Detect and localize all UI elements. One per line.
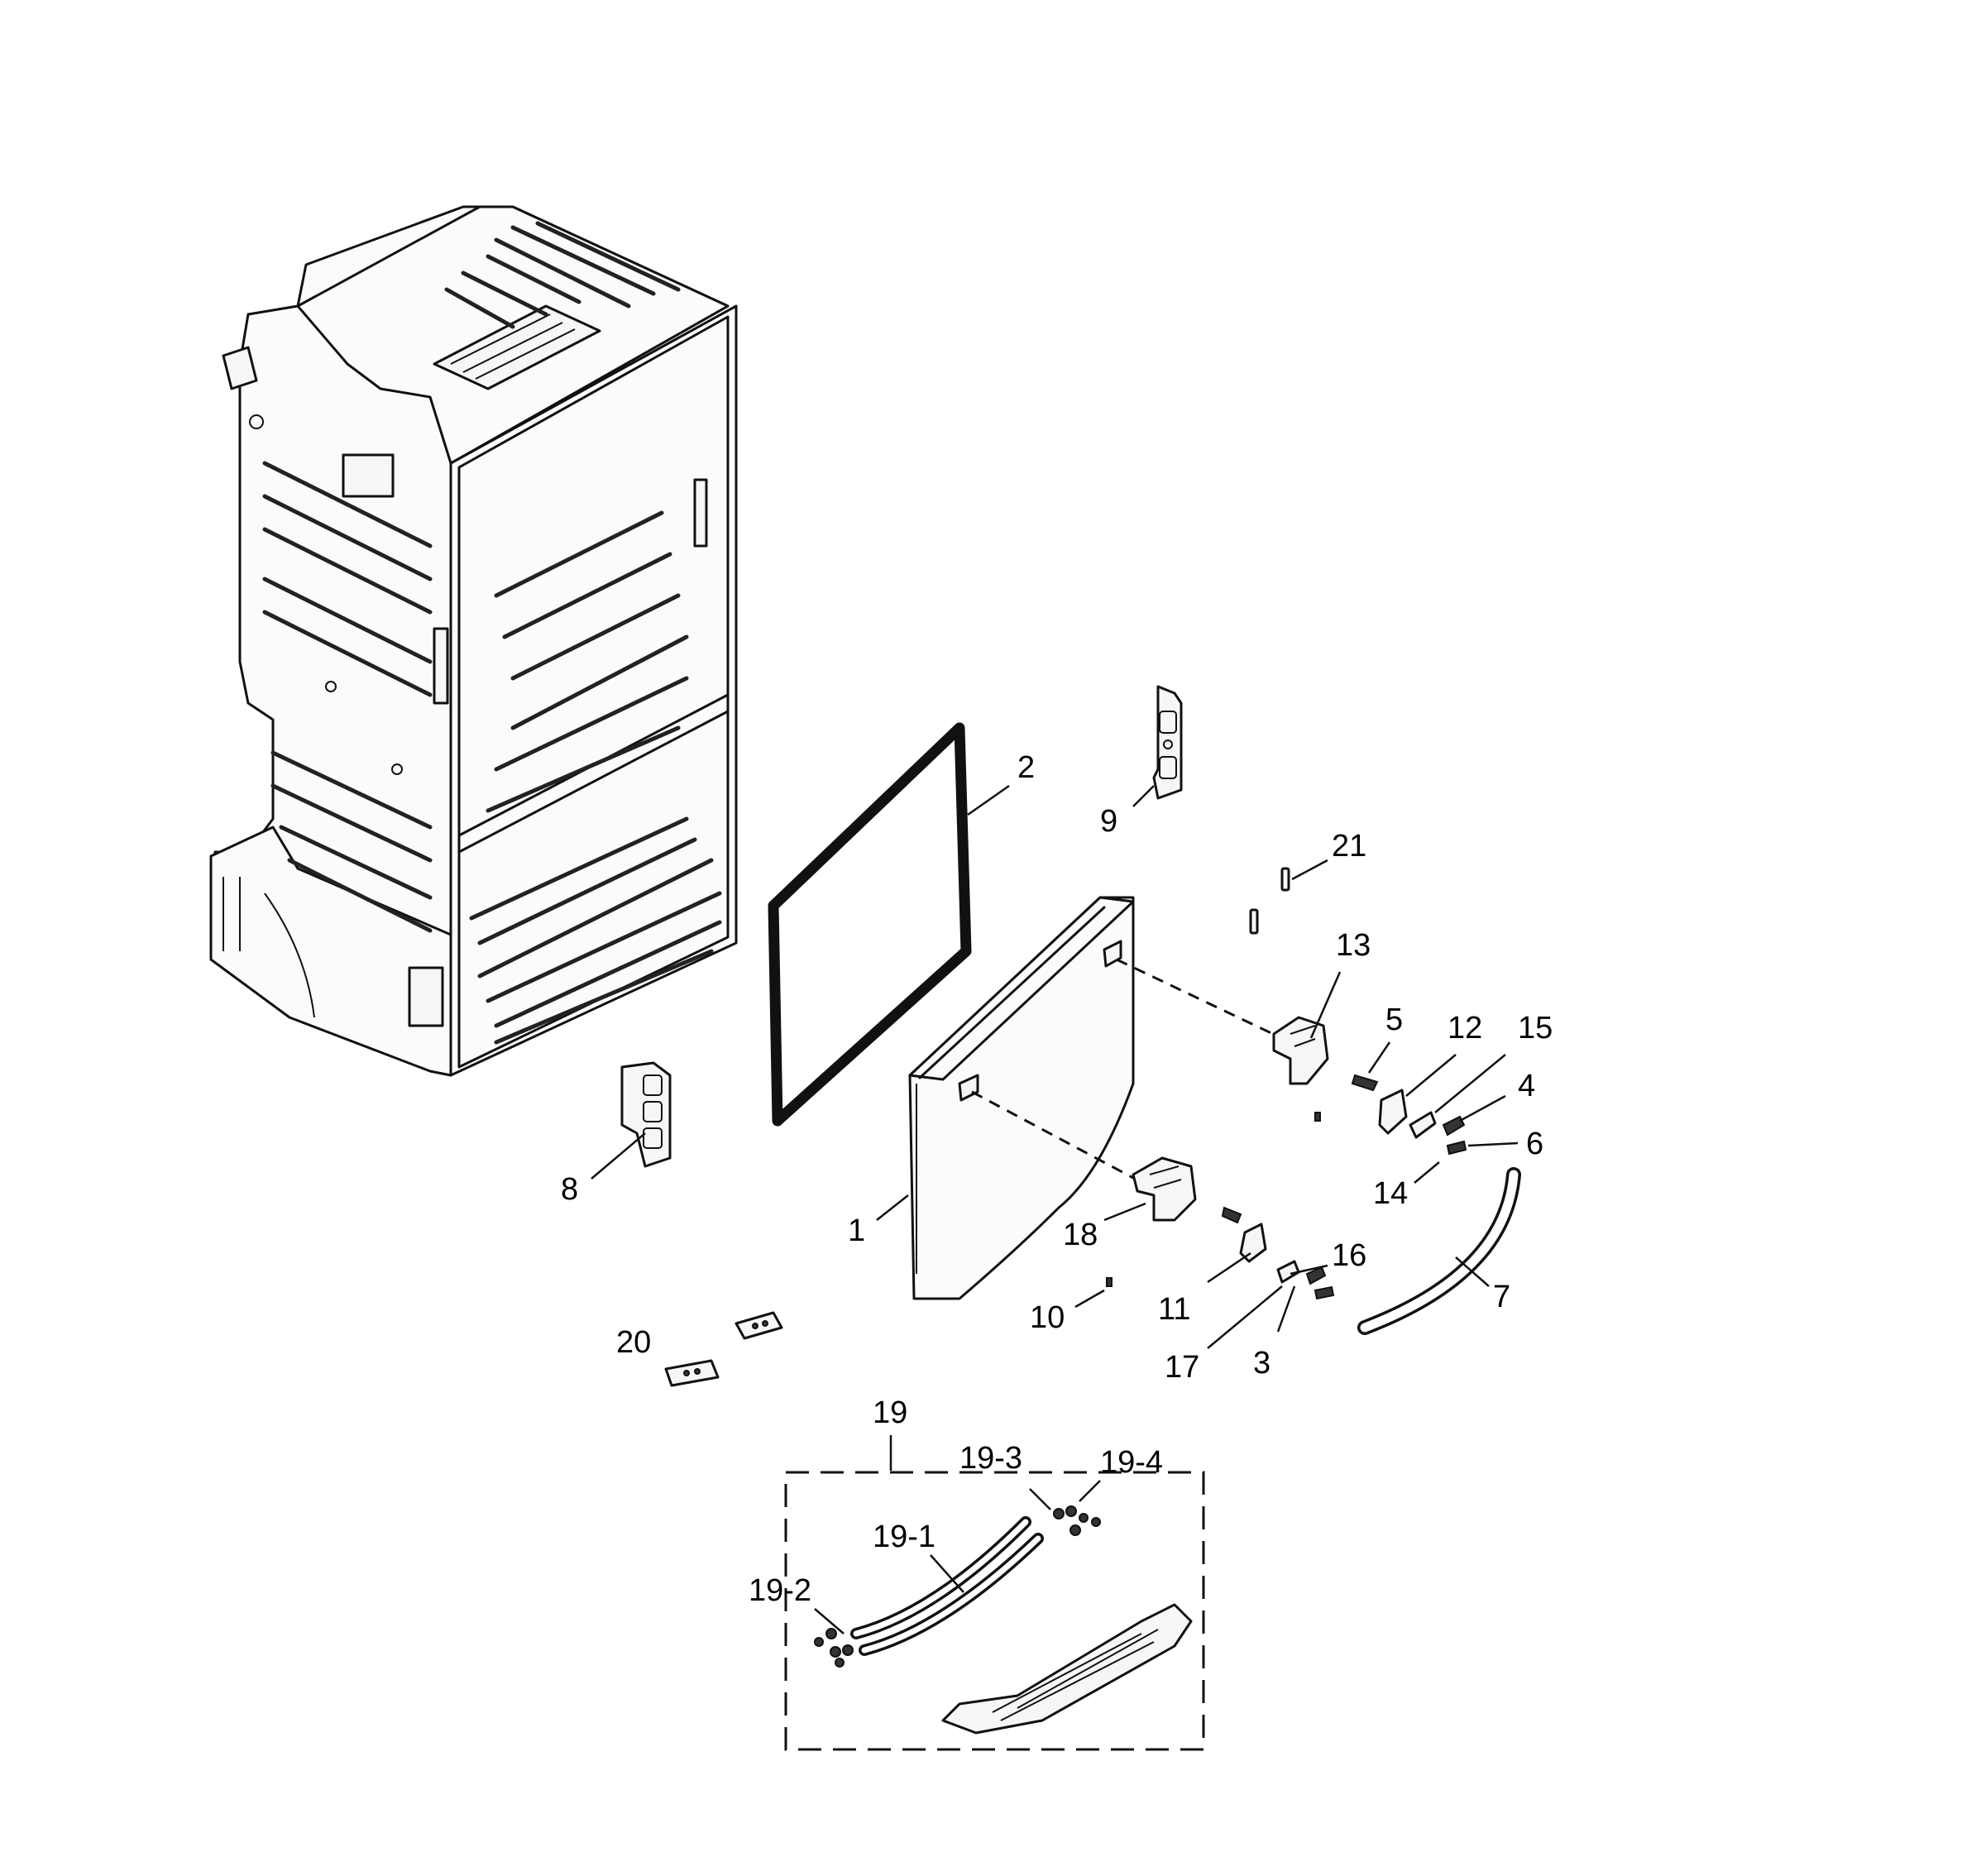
callout-2: 2	[1017, 750, 1035, 785]
callout-19-3: 19-3	[959, 1441, 1022, 1476]
callout-9: 9	[1100, 804, 1117, 839]
callout-6: 6	[1526, 1127, 1543, 1161]
callout-1: 1	[848, 1213, 865, 1248]
callout-12: 12	[1447, 1011, 1482, 1046]
callout-19: 19	[873, 1395, 907, 1430]
leader-lines	[591, 784, 1519, 1634]
callout-13: 13	[1336, 928, 1371, 963]
callout-7: 7	[1493, 1280, 1510, 1314]
part-19-rail-assembly	[784, 1435, 1205, 1751]
callout-labels: 2 9 21 13 5 12 15 4 6 14 7 1 8 18 16 11 …	[561, 750, 1553, 1608]
refrigerator-cabinet	[209, 205, 738, 1077]
alignment-lines	[971, 958, 1291, 1193]
part-8-bracket	[620, 1061, 672, 1168]
part-21-pins	[1249, 867, 1290, 935]
part-2-door-gasket	[768, 722, 972, 1127]
part-1-freezer-door	[908, 896, 1135, 1300]
callout-3: 3	[1253, 1346, 1270, 1381]
callout-16: 16	[1332, 1238, 1366, 1273]
callout-19-1: 19-1	[873, 1519, 935, 1554]
small-hardware-parts	[1106, 1074, 1467, 1300]
part-9-bracket	[1152, 685, 1183, 800]
callout-19-4: 19-4	[1100, 1445, 1163, 1480]
callout-5: 5	[1385, 1003, 1403, 1037]
callout-17: 17	[1165, 1350, 1199, 1385]
callout-10: 10	[1030, 1300, 1065, 1335]
callout-8: 8	[561, 1172, 578, 1207]
part-13-rail-holder	[1272, 1016, 1329, 1085]
callout-19-2: 19-2	[749, 1573, 811, 1608]
callout-18: 18	[1063, 1218, 1098, 1252]
callout-20: 20	[616, 1325, 651, 1360]
callout-4: 4	[1518, 1069, 1535, 1103]
callout-14: 14	[1373, 1176, 1408, 1211]
part-7-rail	[1357, 1167, 1521, 1335]
part-20-plates	[664, 1311, 783, 1387]
callout-21: 21	[1332, 829, 1366, 864]
callout-15: 15	[1518, 1011, 1553, 1046]
part-18-rail-holder	[1132, 1156, 1197, 1222]
callout-11: 11	[1158, 1292, 1190, 1327]
